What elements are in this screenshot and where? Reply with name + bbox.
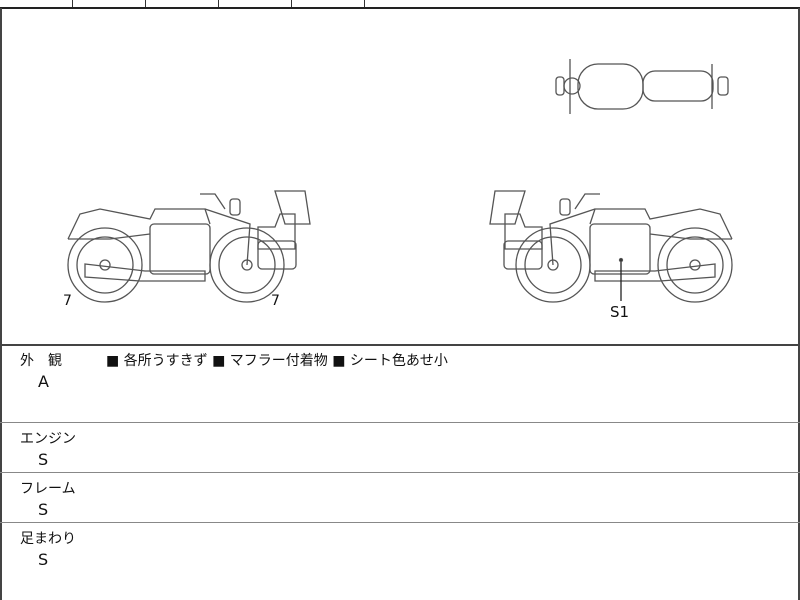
section-grade: S — [38, 500, 49, 519]
divider — [0, 344, 800, 346]
divider — [0, 522, 800, 523]
section-grade: S — [38, 450, 49, 469]
motorcycle-top-view-icon — [555, 59, 729, 114]
section-exterior: 外 観 ■ 各所うすきず ■ マフラー付着物 ■ シート色あせ小 A — [0, 346, 800, 422]
divider — [0, 472, 800, 473]
section-grade: A — [38, 372, 49, 391]
section-suspension: 足まわり S — [0, 524, 800, 600]
damage-mark: 7 — [271, 293, 280, 309]
damage-mark: S1 — [610, 303, 630, 321]
section-engine: エンジン S — [0, 424, 800, 472]
section-title: エンジン — [20, 431, 76, 447]
top-cell — [73, 0, 146, 8]
sheet-frame — [0, 8, 800, 600]
damage-mark: 7 — [63, 293, 72, 309]
divider — [0, 7, 800, 9]
section-title: フレーム — [20, 481, 76, 497]
top-cell — [292, 0, 365, 8]
motorcycle-left-side-icon — [67, 190, 311, 303]
top-cell — [146, 0, 219, 8]
section-title: 足まわり — [20, 531, 76, 547]
divider — [0, 422, 800, 423]
motorcycle-diagram: 7 7 S1 — [0, 9, 800, 345]
top-cell — [0, 0, 73, 8]
top-cell — [219, 0, 292, 8]
motorcycle-right-side-icon — [489, 190, 733, 303]
section-title: 外 観 — [20, 353, 62, 369]
section-frame: フレーム S — [0, 474, 800, 522]
section-grade: S — [38, 550, 49, 569]
section-notes: ■ 各所うすきず ■ マフラー付着物 ■ シート色あせ小 — [106, 353, 448, 369]
